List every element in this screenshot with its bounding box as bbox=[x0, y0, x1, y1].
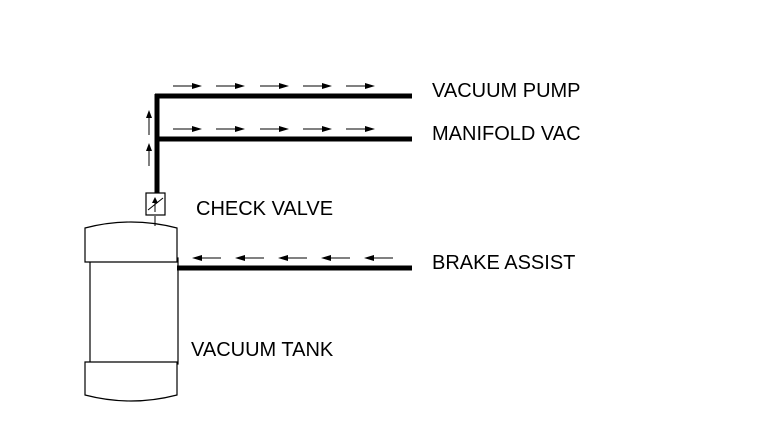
left-arrow-icon bbox=[321, 255, 331, 261]
check-valve-arrow-head bbox=[152, 197, 158, 203]
check-valve bbox=[145, 192, 166, 216]
right-arrow-icon bbox=[235, 126, 245, 132]
label-check-valve: CHECK VALVE bbox=[196, 198, 333, 220]
right-arrow-icon bbox=[322, 83, 332, 89]
right-arrow-icon bbox=[365, 83, 375, 89]
right-arrow-icon bbox=[235, 83, 245, 89]
left-arrow-icon bbox=[192, 255, 202, 261]
label-vacuum-pump: VACUUM PUMP bbox=[432, 80, 581, 102]
right-arrow-icon bbox=[192, 126, 202, 132]
left-arrow-icon bbox=[235, 255, 245, 261]
label-brake-assist: BRAKE ASSIST bbox=[432, 252, 575, 274]
vacuum-pump-flow-arrows bbox=[173, 83, 375, 89]
left-arrow-icon bbox=[364, 255, 374, 261]
tank-body bbox=[89, 257, 179, 365]
up-arrow-icon bbox=[146, 110, 152, 118]
tank-bottom-cap bbox=[84, 361, 178, 402]
right-arrow-icon bbox=[192, 83, 202, 89]
pipes bbox=[154, 93, 412, 271]
label-vacuum-tank: VACUUM TANK bbox=[191, 339, 334, 361]
brake-assist-flow-arrows bbox=[192, 255, 393, 261]
tank-top-cap bbox=[84, 221, 178, 263]
right-arrow-icon bbox=[322, 126, 332, 132]
right-arrow-icon bbox=[279, 83, 289, 89]
label-manifold-vac: MANIFOLD VAC bbox=[432, 123, 581, 145]
right-arrow-icon bbox=[279, 126, 289, 132]
riser-flow-arrows bbox=[146, 110, 152, 166]
up-arrow-icon bbox=[146, 143, 152, 151]
right-arrow-icon bbox=[365, 126, 375, 132]
vacuum-tank bbox=[84, 221, 179, 402]
manifold-flow-arrows bbox=[173, 126, 375, 132]
left-arrow-icon bbox=[278, 255, 288, 261]
